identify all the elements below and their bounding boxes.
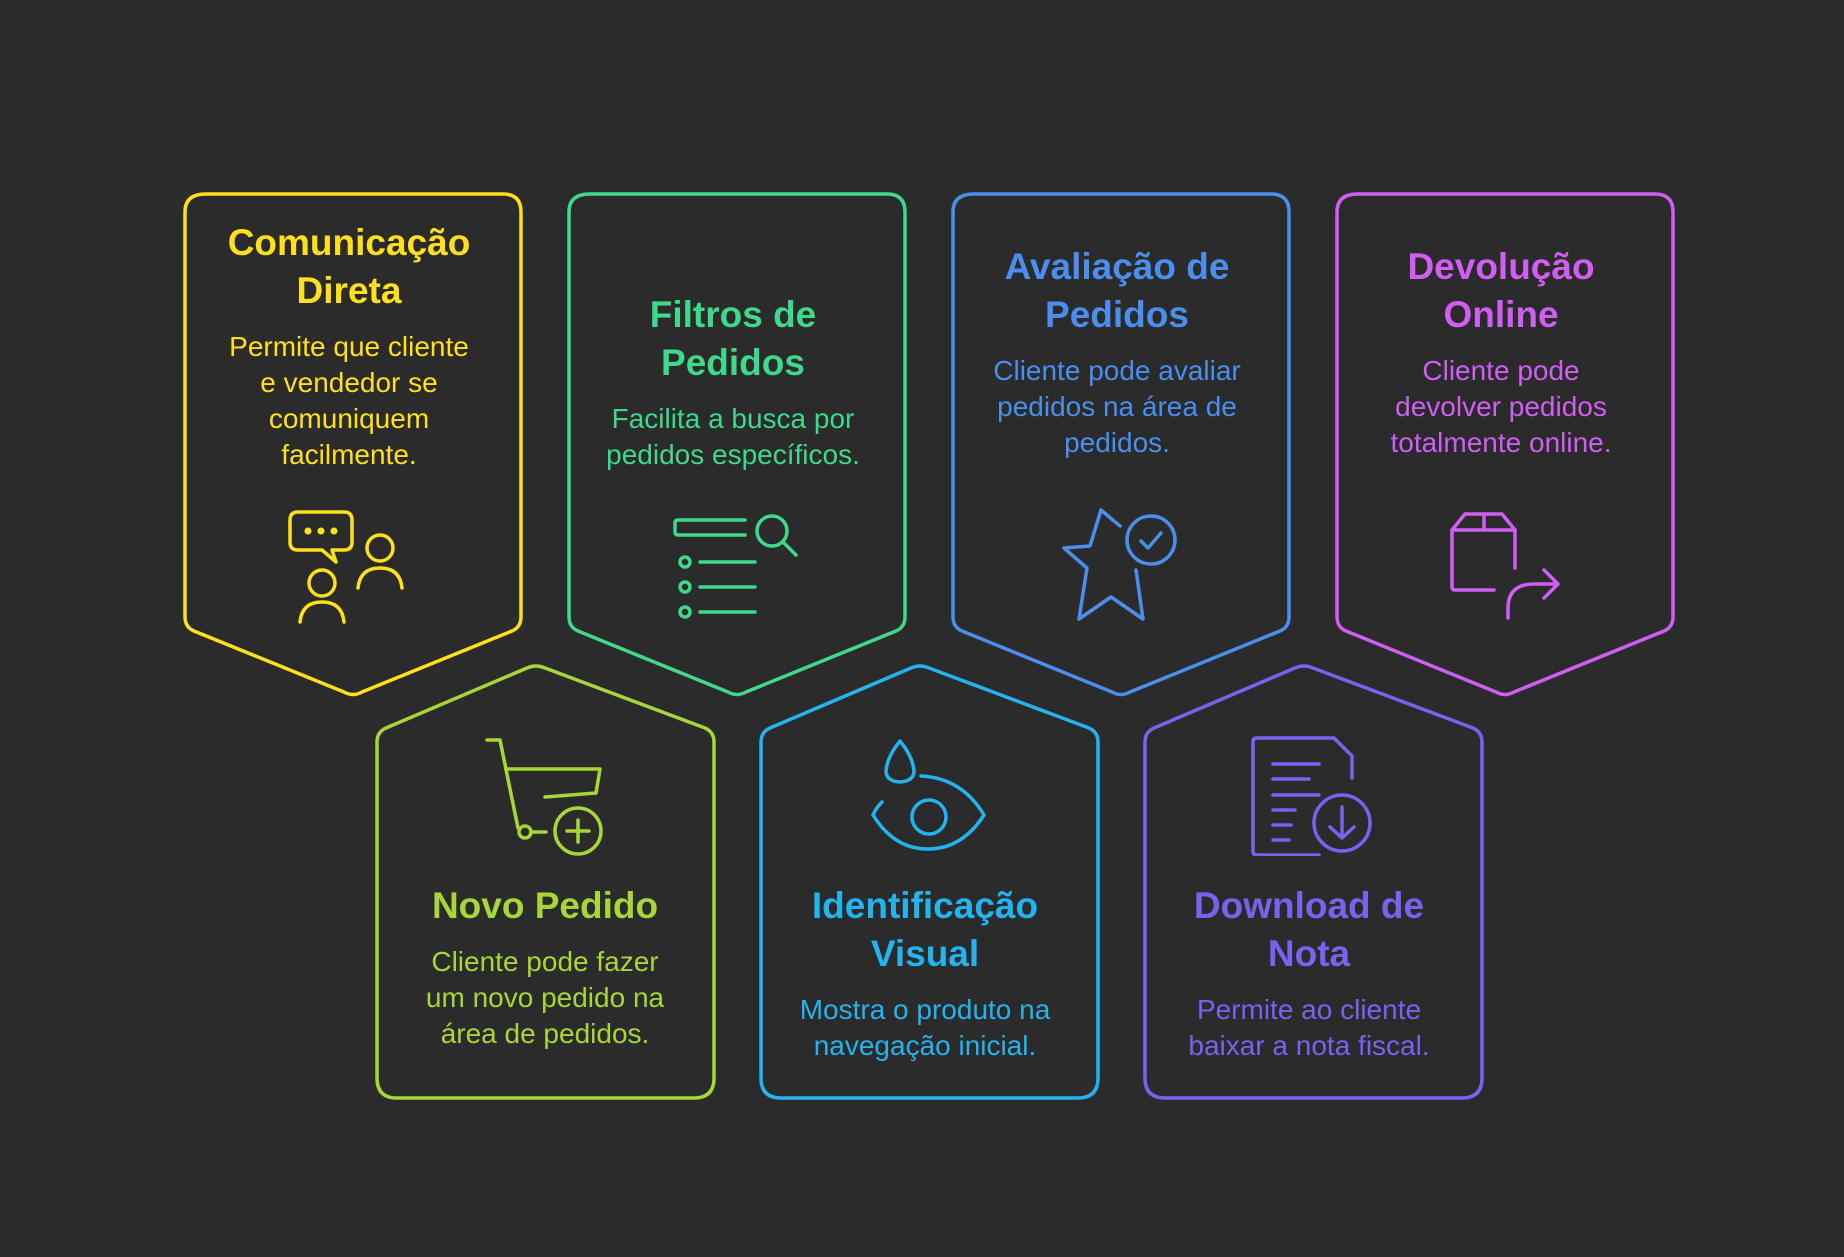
filter-list-search-icon [673,514,798,619]
card-outline-comunicacao-direta [183,192,523,697]
drop-eye-icon [871,739,986,851]
document-download-icon [1251,736,1372,856]
card-outline-filtros-de-pedidos [567,192,907,697]
card-outline-avaliacao-de-pedidos [951,192,1291,697]
card-title: Novo Pedido [431,885,659,926]
box-return-arrow-icon [1450,512,1560,620]
cart-add-icon [485,738,603,856]
card-outline-novo-pedido [375,664,716,1100]
chat-people-icon [288,510,404,624]
star-check-icon [1062,508,1177,621]
card-outline-devolucao-online [1335,192,1675,697]
card-outline-identificacao-visual [759,664,1100,1100]
card-outline-download-de-nota [1143,664,1484,1100]
